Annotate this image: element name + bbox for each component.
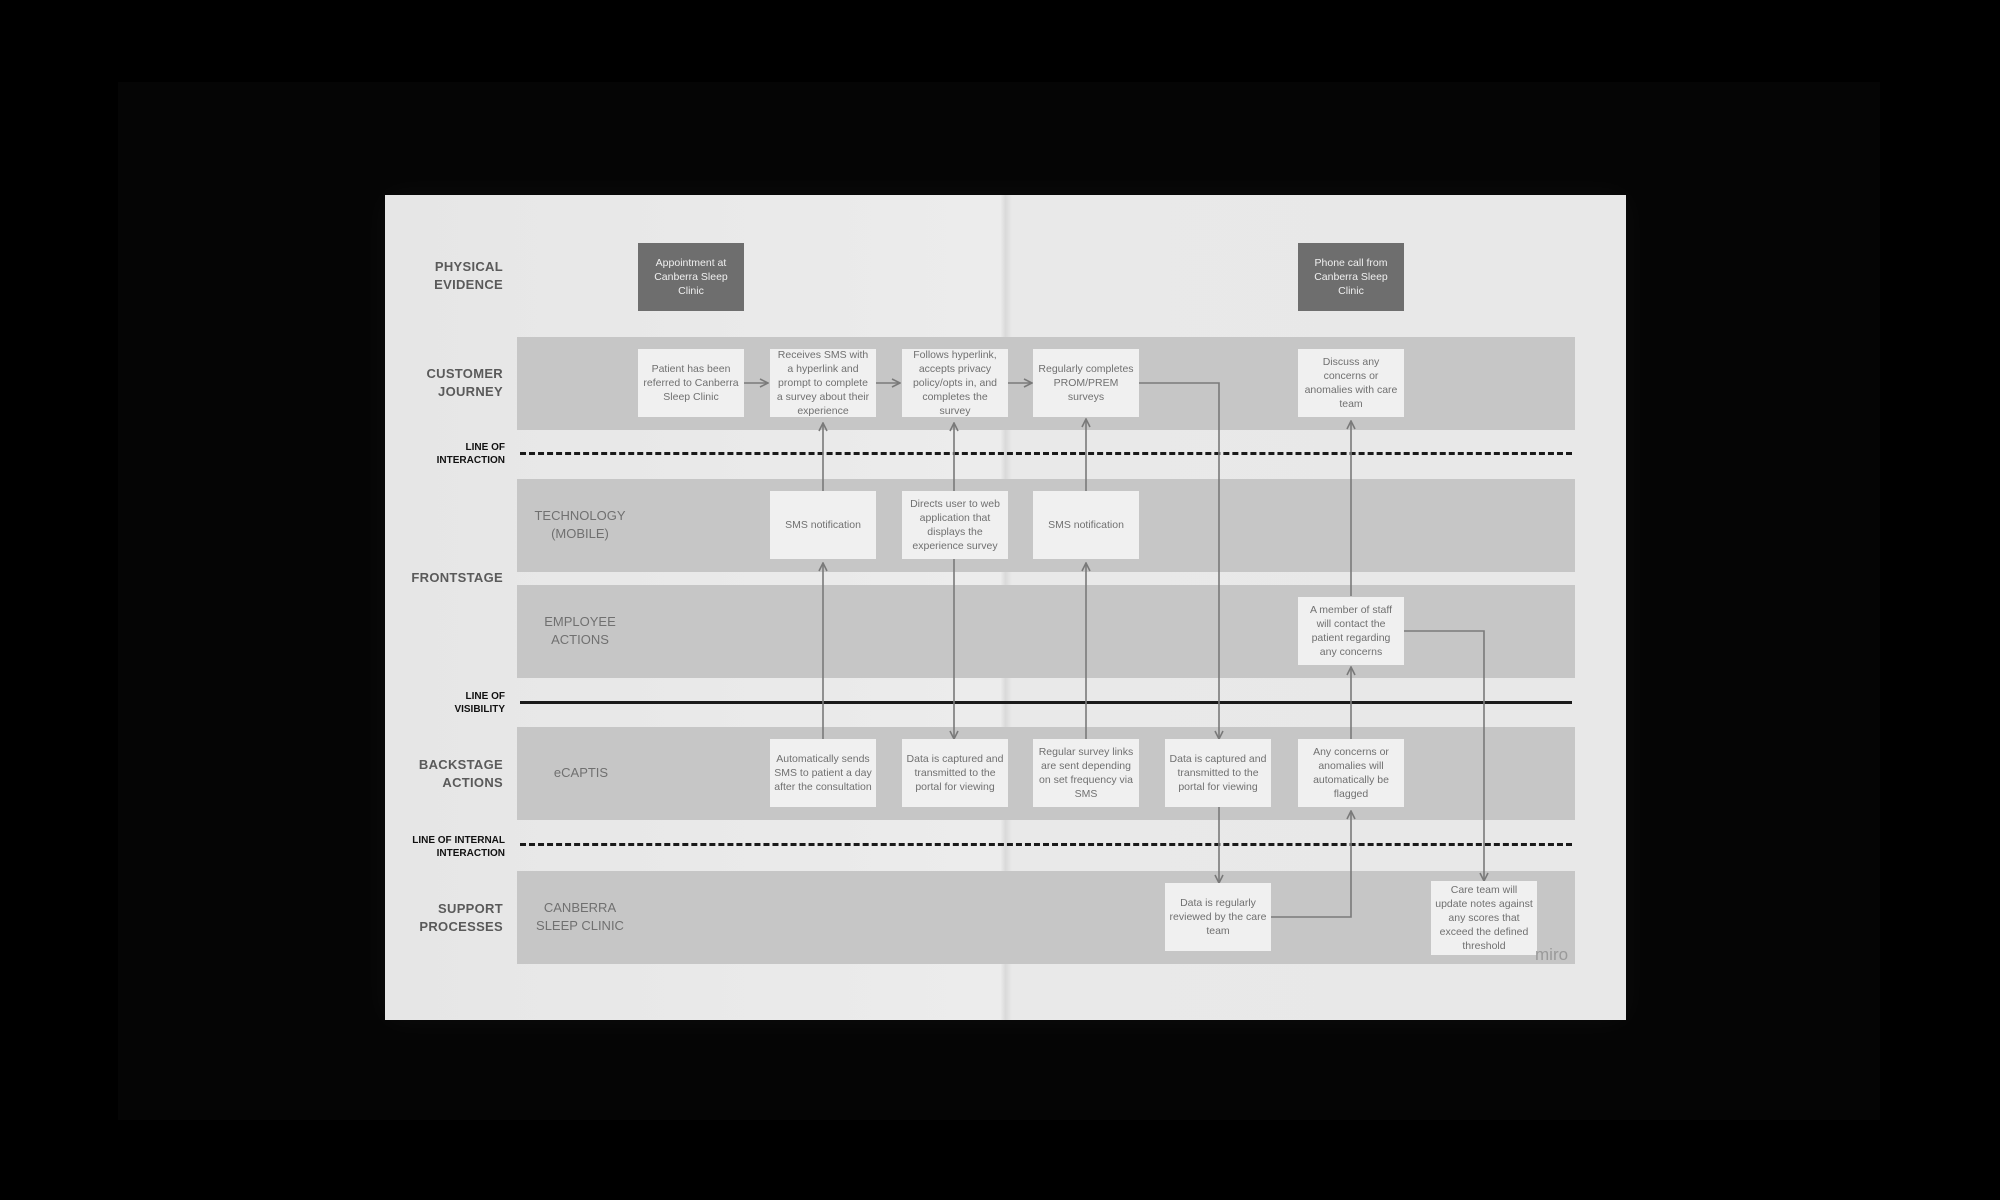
card-backstage-data-captured: Data is captured and transmitted to the … [902, 739, 1008, 807]
line-of-visibility [520, 701, 1572, 704]
card-journey-follows-hyperlink: Follows hyperlink, accepts privacy polic… [902, 349, 1008, 417]
card-backstage-data-captured-2: Data is captured and transmitted to the … [1165, 739, 1271, 807]
card-tech-sms-notification: SMS notification [770, 491, 876, 559]
card-evidence-appointment: Appointment at Canberra Sleep Clinic [638, 243, 744, 311]
label-canberra-sleep-clinic: CANBERRA SLEEP CLINIC [536, 900, 624, 933]
card-backstage-flagged: Any concerns or anomalies will automatic… [1298, 739, 1404, 807]
label-backstage-actions: BACKSTAGE ACTIONS [418, 757, 503, 790]
arrow-regular-completes-down [1139, 382, 1219, 739]
line-of-internal-interaction [520, 843, 1572, 846]
card-backstage-auto-sends: Automatically sends SMS to patient a day… [770, 739, 876, 807]
label-customer-journey: CUSTOMER JOURNEY [426, 366, 503, 399]
label-technology-mobile: TECHNOLOGY (MOBILE) [534, 508, 626, 541]
label-frontstage: FRONTSTAGE [411, 570, 503, 585]
label-physical-evidence: PHYSICAL EVIDENCE [434, 259, 503, 292]
card-journey-discuss-concerns: Discuss any concerns or anomalies with c… [1298, 349, 1404, 417]
card-journey-receives-sms: Receives SMS with a hyperlink and prompt… [770, 349, 876, 417]
line-of-interaction [520, 452, 1572, 455]
arrow-staff-to-update-notes [1404, 630, 1484, 881]
card-support-reviewed: Data is regularly reviewed by the care t… [1165, 883, 1271, 951]
card-tech-directs-user: Directs user to web application that dis… [902, 491, 1008, 559]
label-line-of-internal-interaction: LINE OF INTERNAL INTERACTION [412, 835, 505, 859]
card-backstage-regular-links: Regular survey links are sent depending … [1033, 739, 1139, 807]
label-employee-actions: EMPLOYEE ACTIONS [544, 614, 616, 647]
label-line-of-interaction: LINE OF INTERACTION [436, 442, 505, 466]
band-support [517, 871, 1575, 964]
label-support-processes: SUPPORT PROCESSES [419, 901, 503, 934]
label-ecaptis: eCAPTIS [553, 765, 609, 780]
card-evidence-phone-call: Phone call from Canberra Sleep Clinic [1298, 243, 1404, 311]
card-tech-sms-notification-2: SMS notification [1033, 491, 1139, 559]
miro-watermark: miro [1535, 945, 1569, 964]
card-journey-referred: Patient has been referred to Canberra Sl… [638, 349, 744, 417]
label-line-of-visibility: LINE OF VISIBILITY [454, 691, 505, 715]
card-journey-regularly-completes: Regularly completes PROM/PREM surveys [1033, 349, 1139, 417]
card-support-update-notes: Care team will update notes against any … [1431, 881, 1537, 955]
card-employee-staff-contact: A member of staff will contact the patie… [1298, 597, 1404, 665]
arrow-reviewed-to-flagged [1271, 811, 1351, 918]
